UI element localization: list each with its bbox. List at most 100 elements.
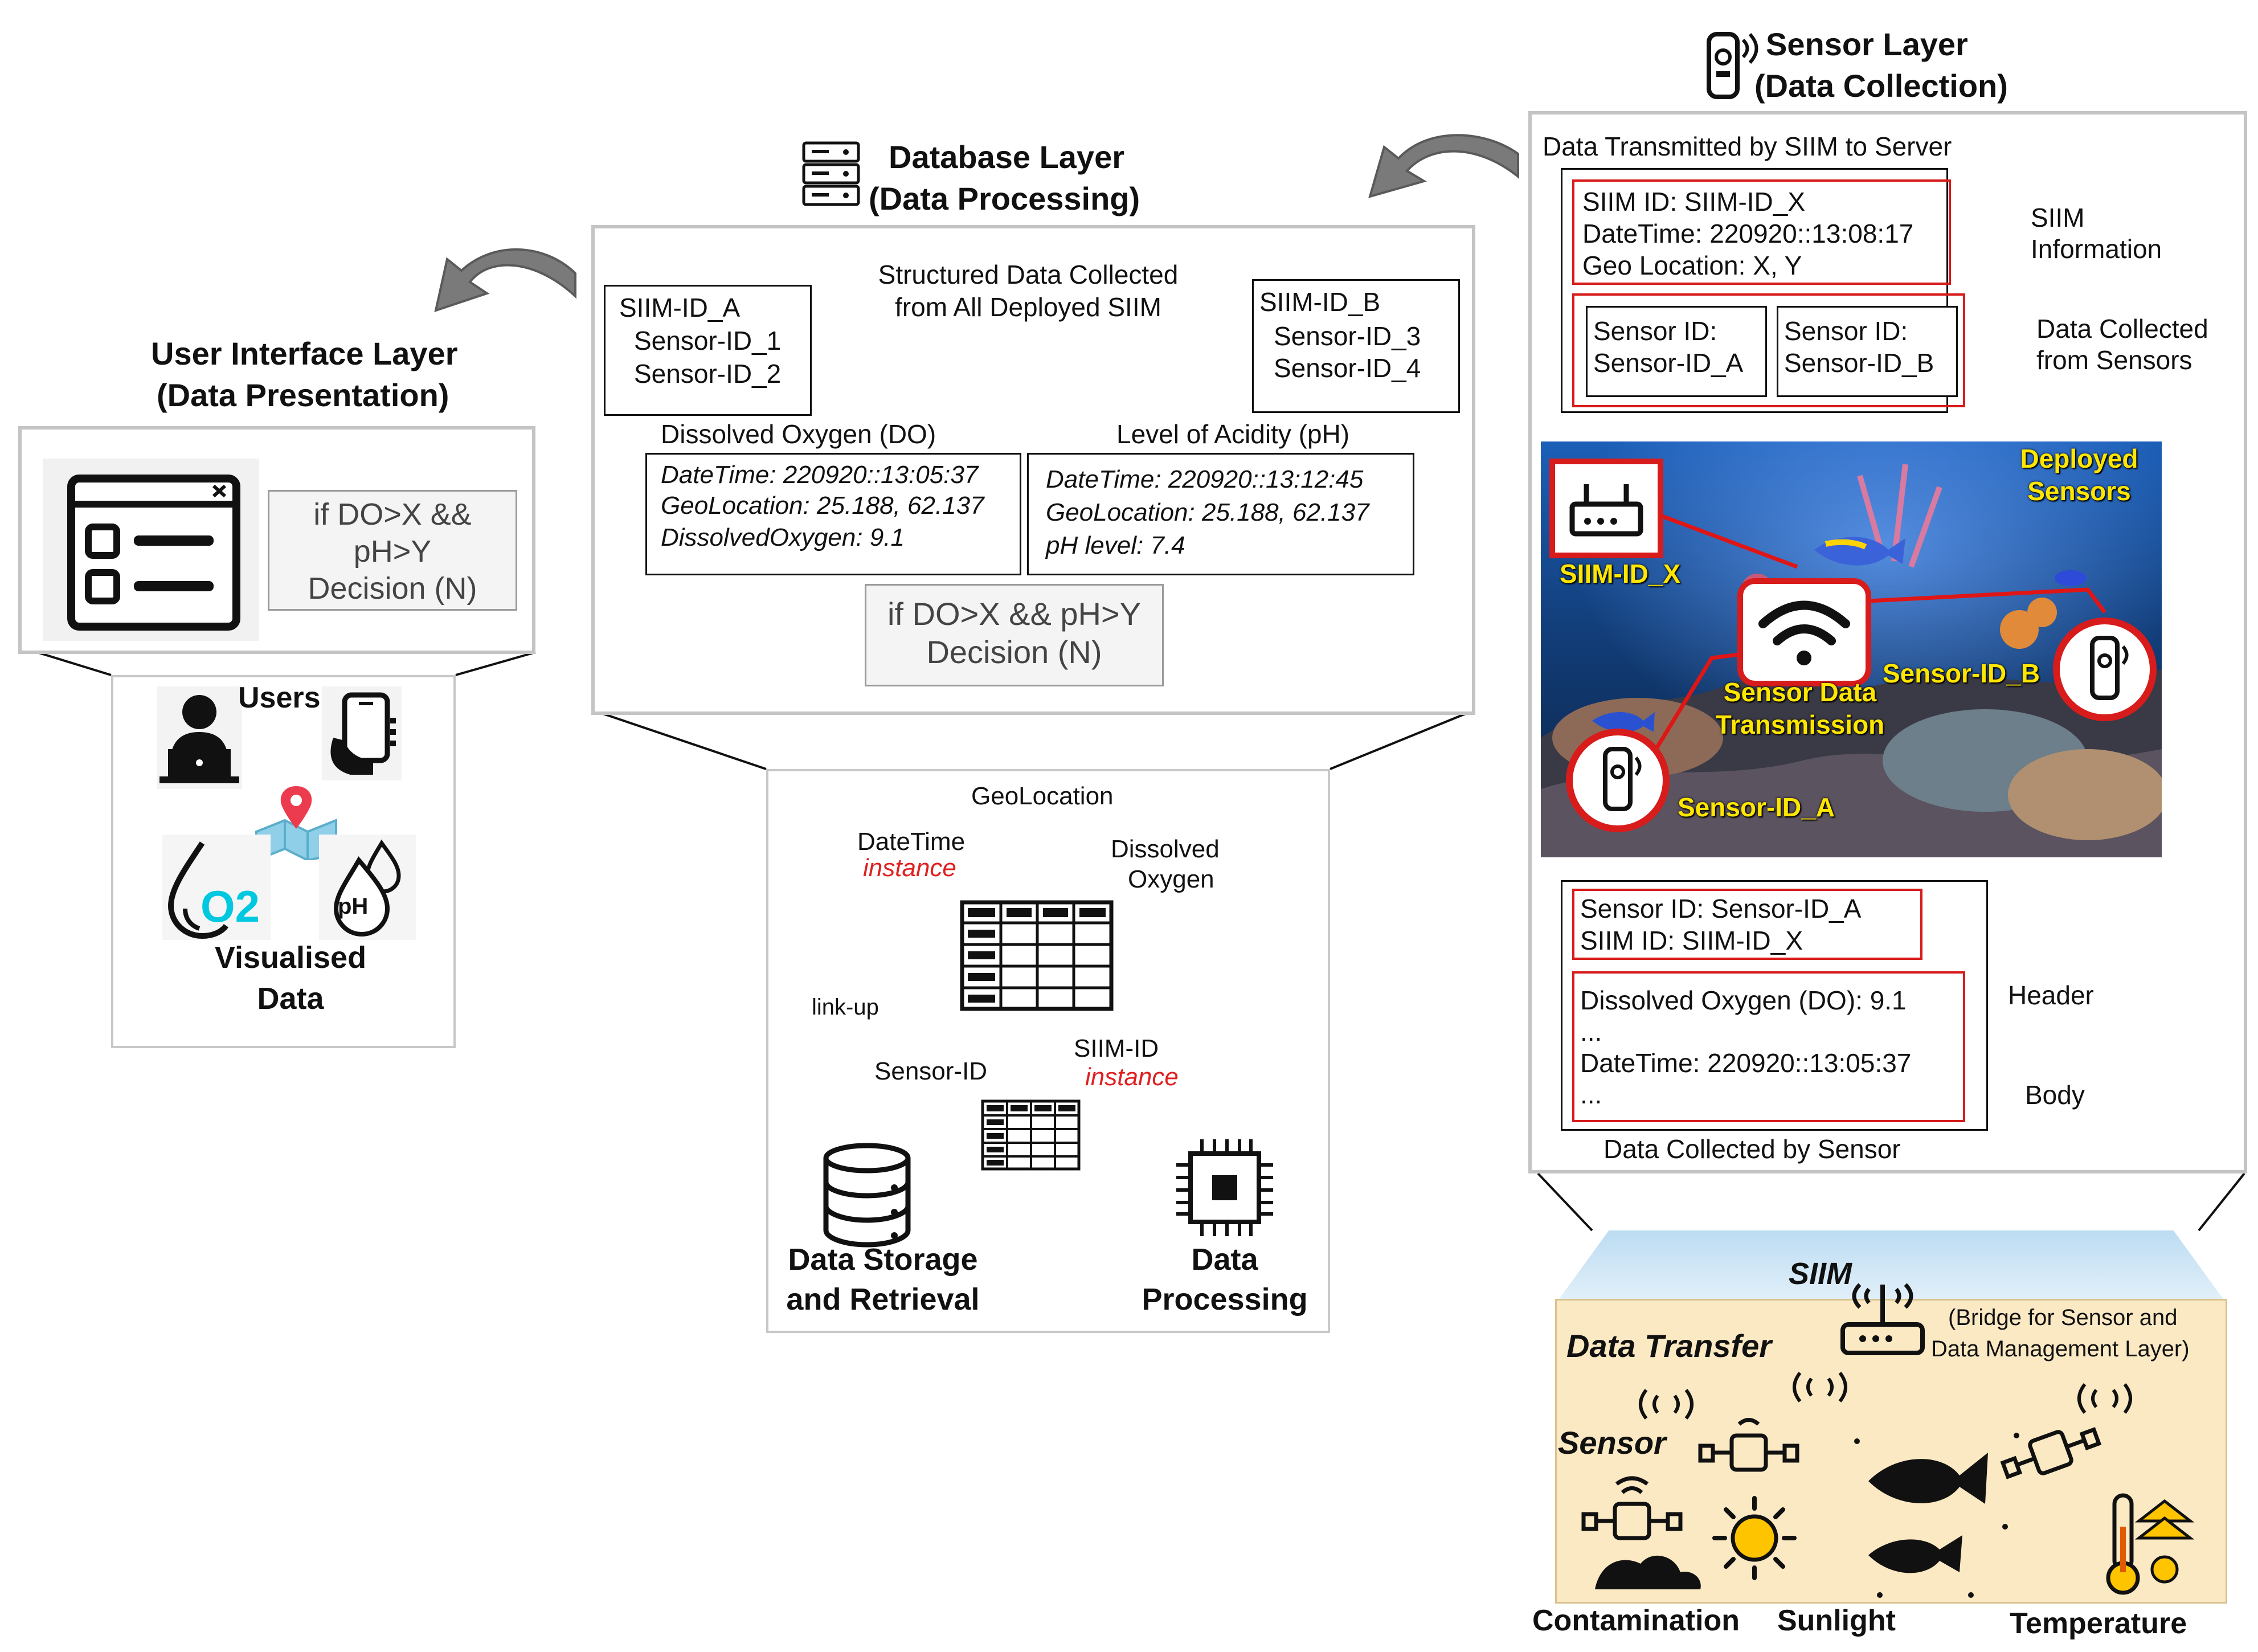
siim-a-l3: Sensor-ID_2 xyxy=(634,359,782,389)
transmission-label-2: Transmission xyxy=(1715,710,1885,739)
schema-siim-id: SIIM-ID xyxy=(1074,1034,1159,1062)
do-record-l3: DissolvedOxygen: 9.1 xyxy=(661,524,905,551)
sensor-box-b-l1: Sensor ID: xyxy=(1784,316,1908,346)
schema-instance-2: instance xyxy=(1085,1063,1179,1091)
bridge-note-1: (Bridge for Sensor and xyxy=(1948,1305,2178,1330)
field-siim-label: SIIM xyxy=(1789,1257,1852,1291)
sensor-device-icon xyxy=(1707,32,1758,99)
siim-info-note-2: Information xyxy=(2031,234,2162,264)
sensor-layer-title: Sensor Layer xyxy=(1766,26,1968,62)
ph-record-box: DateTime: 220920::13:12:45 GeoLocation: … xyxy=(1027,453,1414,575)
header-label: Header xyxy=(2008,980,2094,1010)
temperature-icon xyxy=(2106,1493,2195,1595)
bridge-note-2: Data Management Layer) xyxy=(1931,1336,2190,1361)
ui-decision-box: if DO>X && pH>Y Decision (N) xyxy=(268,490,517,611)
sensor-a-label: Sensor-ID_A xyxy=(1678,792,1835,822)
packet-body-l1: Dissolved Oxygen (DO): 9.1 xyxy=(1580,986,1907,1015)
siim-router-icon xyxy=(1549,459,1663,558)
do-record-l2: GeoLocation: 25.188, 62.137 xyxy=(661,492,984,520)
sunlight-icon xyxy=(1712,1496,1797,1580)
siim-b-l3: Sensor-ID_4 xyxy=(1274,353,1421,383)
sensor-b-label: Sensor-ID_B xyxy=(1883,659,2040,688)
data-packet-frame xyxy=(1561,880,1988,1131)
ui-decision-l2: pH>Y xyxy=(353,534,432,569)
collected-note-2: from Sensors xyxy=(2036,345,2192,375)
schema-datetime: DateTime xyxy=(857,828,966,856)
dashboard-window-icon xyxy=(43,459,259,641)
siim-b-l1: SIIM-ID_B xyxy=(1259,287,1381,317)
schema-linkup: link-up xyxy=(812,995,879,1020)
processor-chip-icon xyxy=(1176,1139,1273,1236)
packet-body-l3: DateTime: 220920::13:05:37 xyxy=(1580,1048,1912,1078)
schema-geolocation: GeoLocation xyxy=(971,782,1114,810)
siim-datetime-text: DateTime: 220920::13:08:17 xyxy=(1582,219,1914,248)
collected-note-1: Data Collected xyxy=(2036,314,2208,344)
schema-dissolved-2: Oxygen xyxy=(1128,865,1214,893)
schema-panel xyxy=(766,769,1330,1333)
siim-id-text: SIIM ID: SIIM-ID_X xyxy=(1582,187,1806,216)
ph-drop-icon xyxy=(319,835,416,940)
sensor-satellite-icon xyxy=(1581,1418,2102,1540)
map-pin-icon xyxy=(255,786,337,860)
ph-record-l2: GeoLocation: 25.188, 62.137 xyxy=(1046,498,1369,526)
schema-sensor-id: Sensor-ID xyxy=(874,1057,988,1085)
database-layer-title: Database Layer xyxy=(889,139,1125,175)
db-decision-l2: Decision (N) xyxy=(926,634,1102,670)
db-decision-l1: if DO>X && pH>Y xyxy=(887,596,1142,632)
data-transfer-label: Data Transfer xyxy=(1566,1328,1772,1364)
ph-record-l1: DateTime: 220920::13:12:45 xyxy=(1046,465,1364,493)
packet-header-l2: SIIM ID: SIIM-ID_X xyxy=(1580,926,1803,955)
sensor-a-icon xyxy=(1566,729,1670,832)
do-record-l1: DateTime: 220920::13:05:37 xyxy=(661,461,979,489)
packet-body-l4: ... xyxy=(1580,1079,1602,1109)
underwater-photo xyxy=(1541,441,2162,857)
visualised-label-1: Visualised xyxy=(214,941,367,975)
deployed-label-1: Deployed xyxy=(2020,444,2138,473)
sky-band xyxy=(1555,1230,2227,1305)
visualised-label-2: Data xyxy=(257,982,324,1016)
field-icons xyxy=(1581,1372,2195,1598)
siim-antenna-icon xyxy=(1840,1283,1925,1355)
sensor-box-a-l1: Sensor ID: xyxy=(1593,316,1717,346)
do-record-box: DateTime: 220920::13:05:37 GeoLocation: … xyxy=(645,453,1021,575)
sensor-box-a-l2: Sensor-ID_A xyxy=(1593,348,1744,378)
user-laptop-icon xyxy=(157,686,242,789)
sensor-layer-subtitle: (Data Collection) xyxy=(1754,68,2008,104)
do-label: Dissolved Oxygen (DO) xyxy=(661,419,936,449)
siim-a-l2: Sensor-ID_1 xyxy=(634,326,782,355)
contamination-icon xyxy=(1595,1555,1701,1589)
packet-caption: Data Collected by Sensor xyxy=(1603,1134,1901,1164)
sunlight-label: Sunlight xyxy=(1777,1604,1896,1637)
packet-body-box: Dissolved Oxygen (DO): 9.1 ... DateTime:… xyxy=(1572,971,1965,1122)
siim-a-l1: SIIM-ID_A xyxy=(619,293,741,322)
temperature-label: Temperature xyxy=(2010,1607,2187,1640)
deployed-label-2: Sensors xyxy=(2027,476,2131,506)
users-label: Users xyxy=(238,681,321,714)
arrow-to-database xyxy=(1368,134,1519,198)
schema-instance-1: instance xyxy=(863,854,956,882)
sensor-data-box: Sensor ID: Sensor-ID_A Sensor ID: Sensor… xyxy=(1572,293,1965,407)
fish-icon xyxy=(1868,1453,1988,1573)
db-decision-box: if DO>X && pH>Y Decision (N) xyxy=(865,584,1164,686)
ui-layer-subtitle: (Data Presentation) xyxy=(157,377,449,413)
tablet-hand-icon xyxy=(322,686,402,780)
sensor-b-icon xyxy=(2053,618,2157,721)
ph-icon-label: pH xyxy=(338,894,369,919)
packet-header-box: Sensor ID: Sensor-ID_A SIIM ID: SIIM-ID_… xyxy=(1572,889,1922,960)
transmission-label-1: Sensor Data xyxy=(1723,677,1877,707)
sub-table-icon xyxy=(981,1099,1081,1171)
wifi-transmission-icon xyxy=(1737,578,1871,686)
arrow-to-ui xyxy=(434,248,576,313)
ph-label: Level of Acidity (pH) xyxy=(1116,419,1350,449)
siim-b-box: SIIM-ID_B Sensor-ID_3 Sensor-ID_4 xyxy=(1252,279,1460,413)
main-table-icon xyxy=(960,900,1114,1011)
sensor-box-b: Sensor ID: Sensor-ID_B xyxy=(1777,306,1958,397)
siim-info-note-1: SIIM xyxy=(2031,203,2085,232)
oxygen-drop-icon xyxy=(162,835,271,940)
ui-layer-title: User Interface Layer xyxy=(151,336,458,371)
body-label: Body xyxy=(2025,1080,2085,1110)
ui-decision-l1: if DO>X && xyxy=(313,497,472,531)
structured-label-2: from All Deployed SIIM xyxy=(895,292,1161,322)
packet-header-l1: Sensor ID: Sensor-ID_A xyxy=(1580,894,1862,923)
